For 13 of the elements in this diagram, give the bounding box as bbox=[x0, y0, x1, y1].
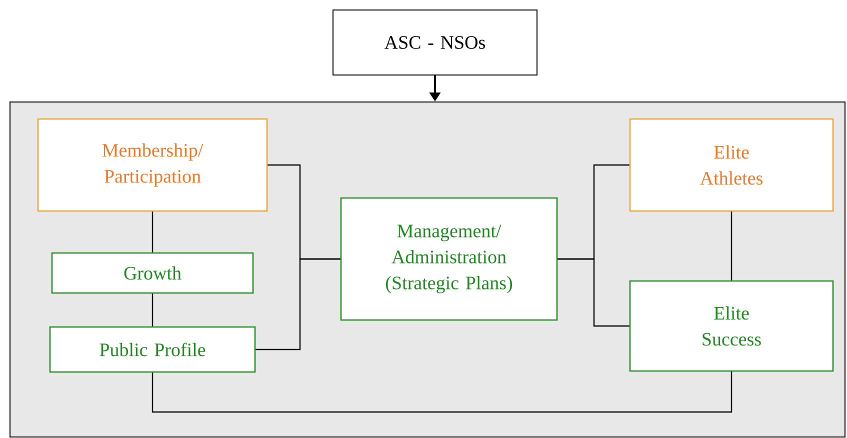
process-box: Elite Athletes bbox=[629, 118, 834, 212]
connector-line bbox=[730, 212, 732, 280]
process-box: Public Profile bbox=[49, 326, 256, 373]
connector-line bbox=[152, 212, 154, 252]
connector-line bbox=[256, 258, 340, 350]
connector-line bbox=[558, 258, 630, 327]
process-box: Growth bbox=[51, 252, 254, 294]
process-box: Management/ Administration (Strategic Plans) bbox=[340, 197, 558, 321]
process-box: Membership/ Participation bbox=[37, 118, 268, 212]
connector-line bbox=[152, 372, 732, 413]
connector-line bbox=[152, 294, 154, 326]
title-box: ASC - NSOs bbox=[332, 10, 538, 76]
process-box: Elite Success bbox=[629, 280, 834, 372]
